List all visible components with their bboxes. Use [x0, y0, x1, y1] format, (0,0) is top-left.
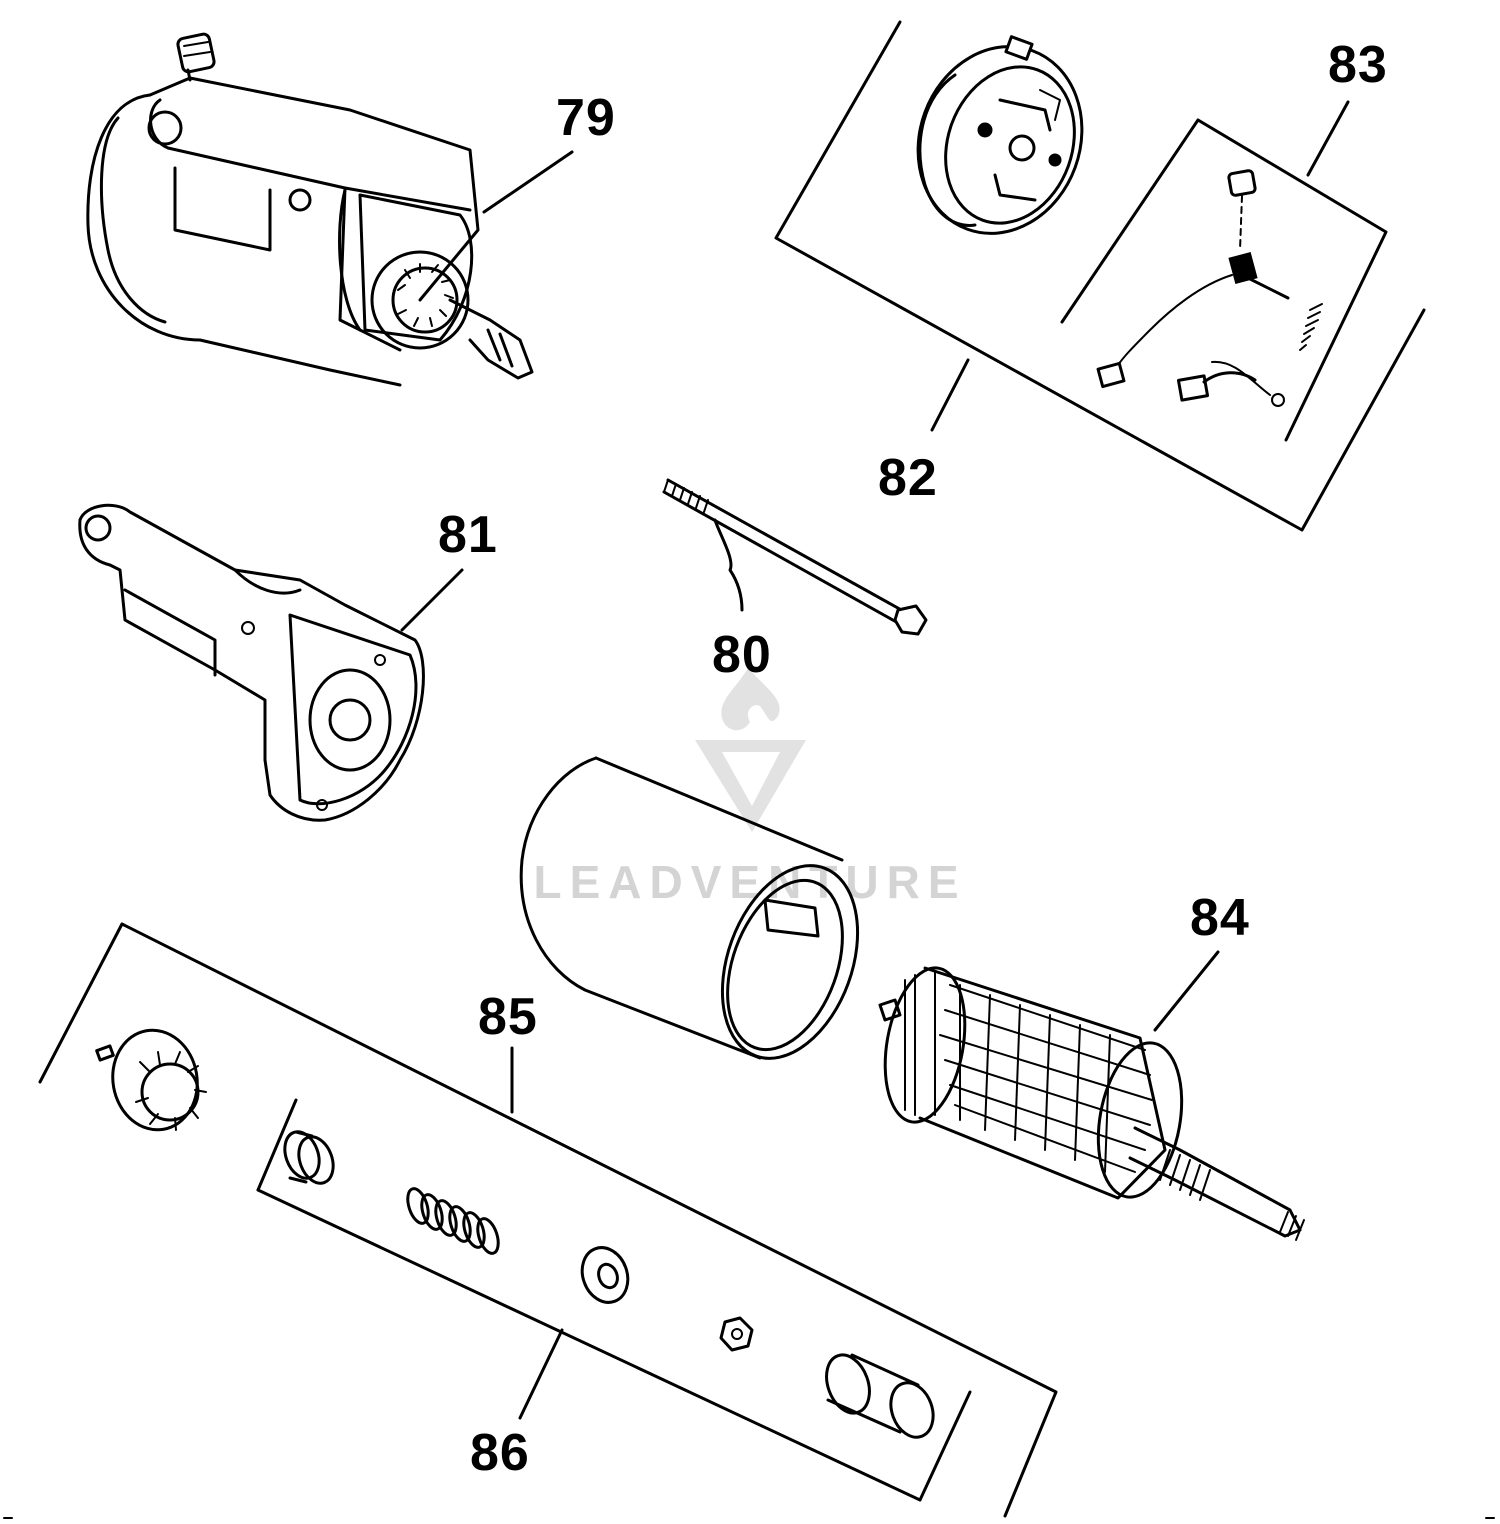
- stop-collar: [283, 1130, 335, 1185]
- kit-box-85: [38, 922, 1058, 1518]
- part-number-85: 85: [478, 988, 538, 1046]
- watermark-text: LEADVENTURE: [533, 856, 966, 908]
- leader-line-83: [1306, 100, 1350, 177]
- part-number-84: 84: [1190, 889, 1250, 947]
- leader-line-86: [518, 1328, 564, 1420]
- armature-windings: [904, 971, 1153, 1173]
- drive-kit-parts-icon: [283, 1130, 935, 1439]
- brush-spring: [1299, 303, 1323, 351]
- leader-line-80: [713, 518, 744, 612]
- part-number-81: 81: [438, 506, 498, 564]
- through-bolt-icon: [662, 478, 928, 636]
- drive-kit-icon: [95, 1028, 207, 1132]
- leader-line-81: [400, 568, 464, 632]
- part-number-86: 86: [470, 1424, 530, 1482]
- kit-box-83: [1060, 118, 1388, 442]
- part-number-83: 83: [1328, 36, 1388, 94]
- nut: [719, 1316, 754, 1352]
- part-number-80: 80: [712, 626, 772, 684]
- leader-line-79: [482, 150, 574, 214]
- leader-line-82: [930, 358, 970, 432]
- kit-box-82: [774, 20, 1426, 532]
- washer: [580, 1246, 630, 1304]
- drive-end-cap-icon: [78, 503, 425, 822]
- watermark-logo-icon: [695, 668, 806, 832]
- motor-frame-icon: [519, 756, 860, 1060]
- commutator-end-cap-icon: [916, 35, 1084, 235]
- pinion-teeth: [397, 263, 454, 327]
- dust-cover: [825, 1353, 935, 1439]
- armature-icon: [878, 966, 1305, 1241]
- part-number-82: 82: [878, 449, 938, 507]
- kit-box-86: [256, 1098, 972, 1502]
- drive-spring: [406, 1187, 500, 1255]
- watermark: LEADVENTURE: [533, 668, 966, 908]
- starter-motor-assembly-icon: [86, 32, 534, 387]
- leader-line-84: [1153, 950, 1220, 1032]
- part-number-79: 79: [556, 89, 616, 147]
- brush-kit-icon: [1096, 169, 1323, 407]
